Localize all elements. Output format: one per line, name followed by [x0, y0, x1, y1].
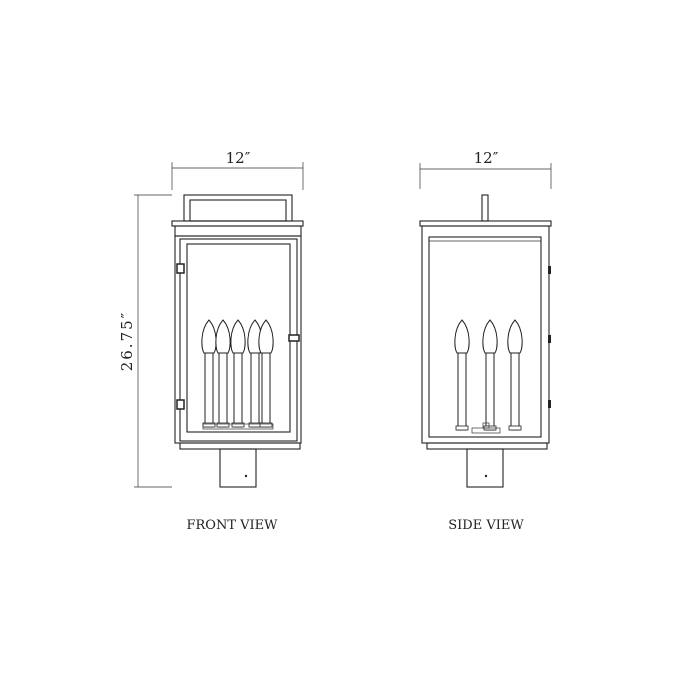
- front-width-label: 12″: [226, 149, 251, 167]
- candle-bulb: [201, 319, 217, 428]
- candle-bulb: [482, 319, 498, 431]
- hinge-icon: [548, 266, 551, 274]
- candle-bulb: [258, 319, 274, 428]
- latch-icon: [288, 334, 300, 342]
- candle-bulb: [454, 319, 470, 431]
- hinge-icon: [548, 335, 551, 343]
- side-view-label: SIDE VIEW: [448, 518, 524, 533]
- side-view: 12″ SIDE VIEW: [419, 149, 552, 533]
- hinge-icon: [176, 263, 185, 274]
- side-candles: [454, 319, 523, 431]
- height-label: 26.75″: [118, 311, 136, 372]
- candle-bulb: [230, 319, 246, 428]
- front-view: 12″ 26.75″ FRONT VIEW: [118, 149, 304, 533]
- candle-bulb: [215, 319, 231, 428]
- side-lantern: [419, 194, 552, 488]
- front-view-label: FRONT VIEW: [186, 518, 278, 533]
- hinge-icon: [548, 400, 551, 408]
- hinge-icon: [176, 399, 185, 410]
- height-dimension: 26.75″: [118, 194, 172, 488]
- front-lantern: [171, 194, 304, 488]
- front-candles: [201, 319, 274, 428]
- side-width-label: 12″: [474, 149, 499, 167]
- candle-bulb: [507, 319, 523, 431]
- side-width-dimension: 12″: [419, 149, 552, 189]
- front-width-dimension: 12″: [171, 149, 304, 190]
